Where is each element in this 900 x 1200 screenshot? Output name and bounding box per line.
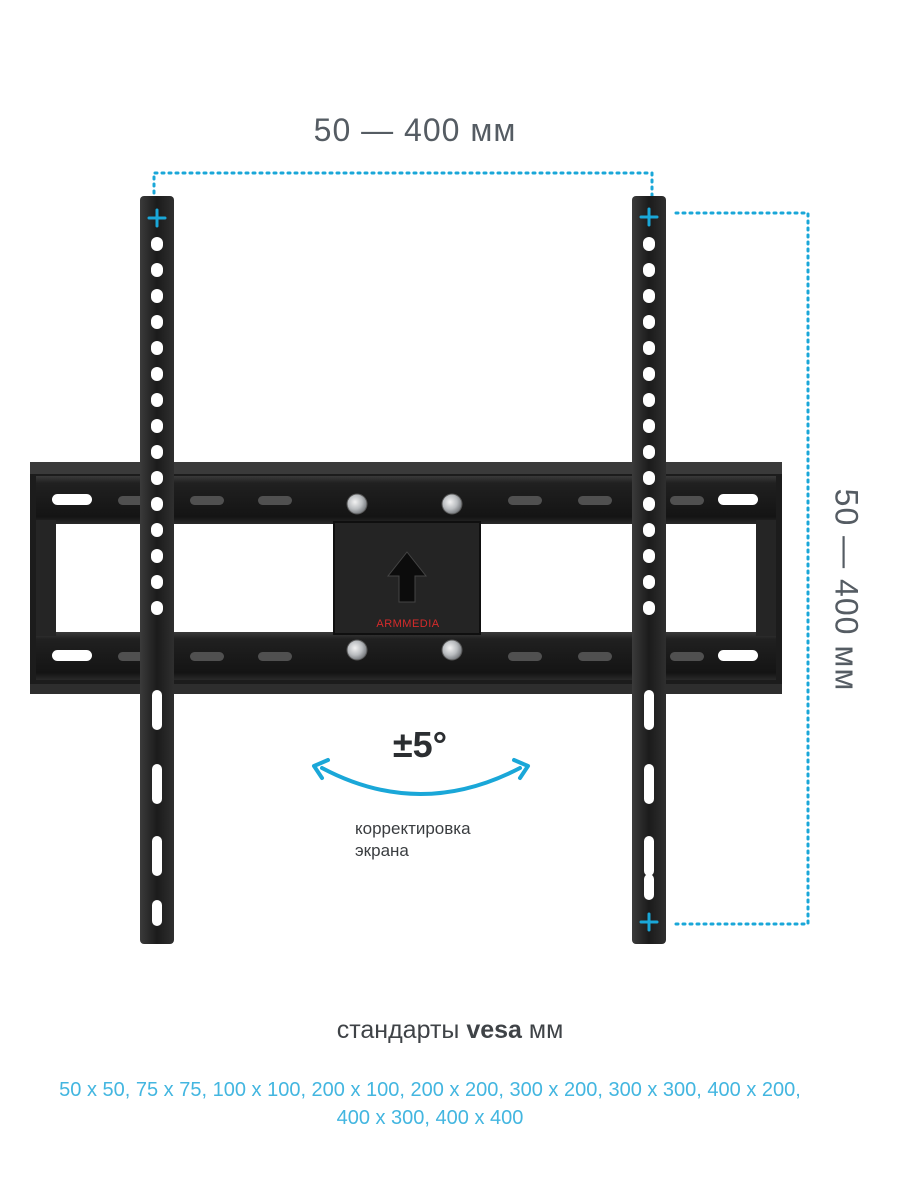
arm-hole xyxy=(643,445,655,459)
arm-hole xyxy=(643,341,655,355)
arm-hole xyxy=(151,237,163,251)
arm-hole xyxy=(643,575,655,589)
vesa-standards-list: 50 x 50, 75 x 75, 100 x 100, 200 x 100, … xyxy=(59,1079,801,1129)
arm-hole xyxy=(643,289,655,303)
arm-hole xyxy=(151,601,163,615)
arm-hole xyxy=(643,263,655,277)
height-dimension-line xyxy=(674,211,810,926)
rail-slots-upper xyxy=(52,494,758,505)
vesa-title: стандарты vesa мм xyxy=(0,1016,900,1045)
vesa-title-suffix: мм xyxy=(521,1016,564,1044)
width-dimension-label: 50 — 400 мм xyxy=(313,112,517,148)
arm-hole xyxy=(151,445,163,459)
arm-hole xyxy=(151,341,163,355)
tilt-caption-line2: экрана xyxy=(355,841,409,860)
arm-hole xyxy=(643,237,655,251)
arm-hole xyxy=(151,471,163,485)
arm-hole xyxy=(643,523,655,537)
arm-hole xyxy=(151,289,163,303)
up-arrow-icon xyxy=(386,551,428,603)
arm-hole xyxy=(643,367,655,381)
rail-slots-lower xyxy=(52,650,758,661)
bolts xyxy=(346,493,463,661)
arm-hole xyxy=(151,263,163,277)
arm-hole xyxy=(643,315,655,329)
arm-hole xyxy=(643,471,655,485)
left-arm xyxy=(140,196,174,944)
arm-hole xyxy=(151,575,163,589)
arm-hole xyxy=(643,497,655,511)
rotate-arc-icon xyxy=(312,758,530,796)
vesa-title-prefix: стандарты xyxy=(336,1016,467,1044)
arm-hole xyxy=(643,601,655,615)
arm-hole xyxy=(643,549,655,563)
right-arm xyxy=(632,196,666,944)
tilt-caption-line1: корректировка xyxy=(355,819,471,838)
vesa-title-bold: vesa xyxy=(466,1016,522,1044)
arm-hole xyxy=(151,549,163,563)
arm-hole xyxy=(643,419,655,433)
arm-hole xyxy=(151,497,163,511)
plus-icon xyxy=(147,208,167,228)
arm-hole xyxy=(151,419,163,433)
arm-hole xyxy=(151,393,163,407)
width-dimension-line xyxy=(152,171,654,216)
plus-icon xyxy=(639,207,659,227)
arm-hole xyxy=(151,523,163,537)
arm-hole xyxy=(643,393,655,407)
arm-hole xyxy=(151,315,163,329)
height-dimension-label: 50 — 400 мм xyxy=(828,488,865,692)
brand-logo: ARMMEDIA xyxy=(376,618,439,630)
tilt-value: ±5° xyxy=(392,724,448,765)
tilt-caption: корректировка экрана xyxy=(355,818,555,862)
arm-hole xyxy=(151,367,163,381)
plus-icon xyxy=(639,912,659,932)
